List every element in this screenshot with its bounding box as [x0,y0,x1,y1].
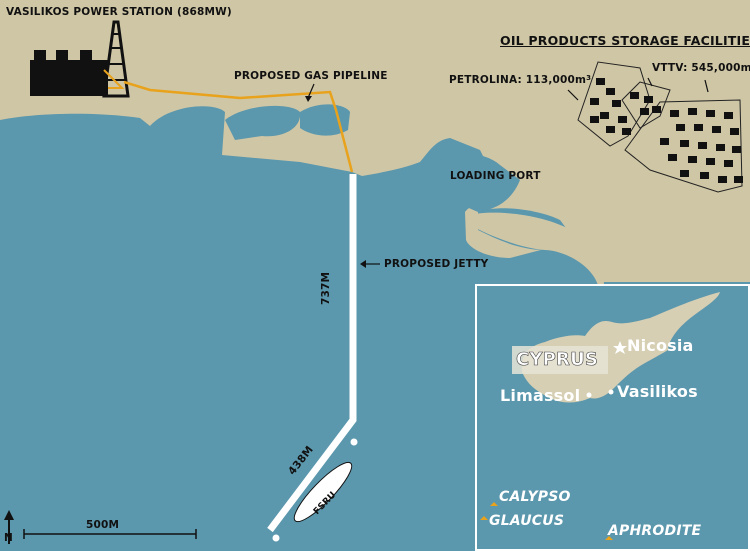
storage-tank [688,108,697,115]
storage-tank [596,78,605,85]
storage-tank [700,172,709,179]
storage-tank [660,138,669,145]
storage-tank [724,160,733,167]
vttv-site-main [624,99,743,193]
storage-tank [600,112,609,119]
vttv-label: VTTV: 545,000m3 [652,62,750,74]
storage-tank [676,124,685,131]
harbour-bay [225,105,301,140]
pipeline-label: PROPOSED GAS PIPELINE [234,70,388,82]
nicosia-label: Nicosia [627,336,694,355]
vttv-site-north [621,81,671,129]
storage-tank [732,146,741,153]
storage-tank [698,142,707,149]
jetty-label: PROPOSED JETTY [384,258,489,270]
vasilikos-dot-icon [608,389,614,395]
storage-tank [612,100,621,107]
storage-tank [688,156,697,163]
scale-label: 500M [86,519,120,531]
calypso-label: CALYPSO [499,489,571,505]
breakwater [470,212,604,285]
glaucus-marker-icon [480,516,488,520]
power-station [30,20,130,98]
limassol-dot-icon [586,392,592,398]
storage-tank [590,98,599,105]
loading-port-inner [428,153,520,212]
storage-tank [718,176,727,183]
storage-tank [706,110,715,117]
country-label-bg [512,346,608,374]
inset-country-label: CYPRUS [516,349,599,371]
pipeline-label-arrow [307,83,315,99]
storage-tank [712,126,721,133]
aphrodite-label: APHRODITE [608,523,702,539]
power-station-label: VASILIKOS POWER STATION (868MW) [6,6,232,18]
storage-tank [734,176,743,183]
petrolina-label: PETROLINA: 113,000m3 [449,74,592,86]
storage-tank [730,128,739,135]
north-label: N [4,532,13,544]
storage-tank [670,110,679,117]
limassol-label: Limassol [500,386,581,405]
storage-tank [640,108,649,115]
storage-tank [724,112,733,119]
storage-tank [668,154,677,161]
storage-title: OIL PRODUCTS STORAGE FACILITIES [500,33,750,48]
proposed-jetty [267,174,357,533]
storage-tank [606,88,615,95]
storage-tank [706,158,715,165]
storage-tank [680,170,689,177]
storage-tank [606,126,615,133]
storage-tank [630,92,639,99]
storage-tank [644,96,653,103]
storage-tank [622,128,631,135]
vasilikos-label: Vasilikos [617,382,698,401]
loading-port-label: LOADING PORT [450,170,541,182]
storage-tanks [590,78,743,183]
jetty-length-label: 737M [320,271,332,305]
aphrodite-marker-icon [605,536,613,540]
storage-tank [652,106,661,113]
fsru-vessel [293,461,353,523]
storage-tank [590,116,599,123]
gas-pipeline [123,80,354,173]
scale-bar [23,529,197,539]
calypso-marker-icon [490,502,498,506]
storage-tank [694,124,703,131]
storage-tank [618,116,627,123]
glaucus-label: GLAUCUS [489,513,565,529]
storage-tank [680,140,689,147]
storage-tank [716,144,725,151]
nicosia-star-icon [613,341,627,354]
